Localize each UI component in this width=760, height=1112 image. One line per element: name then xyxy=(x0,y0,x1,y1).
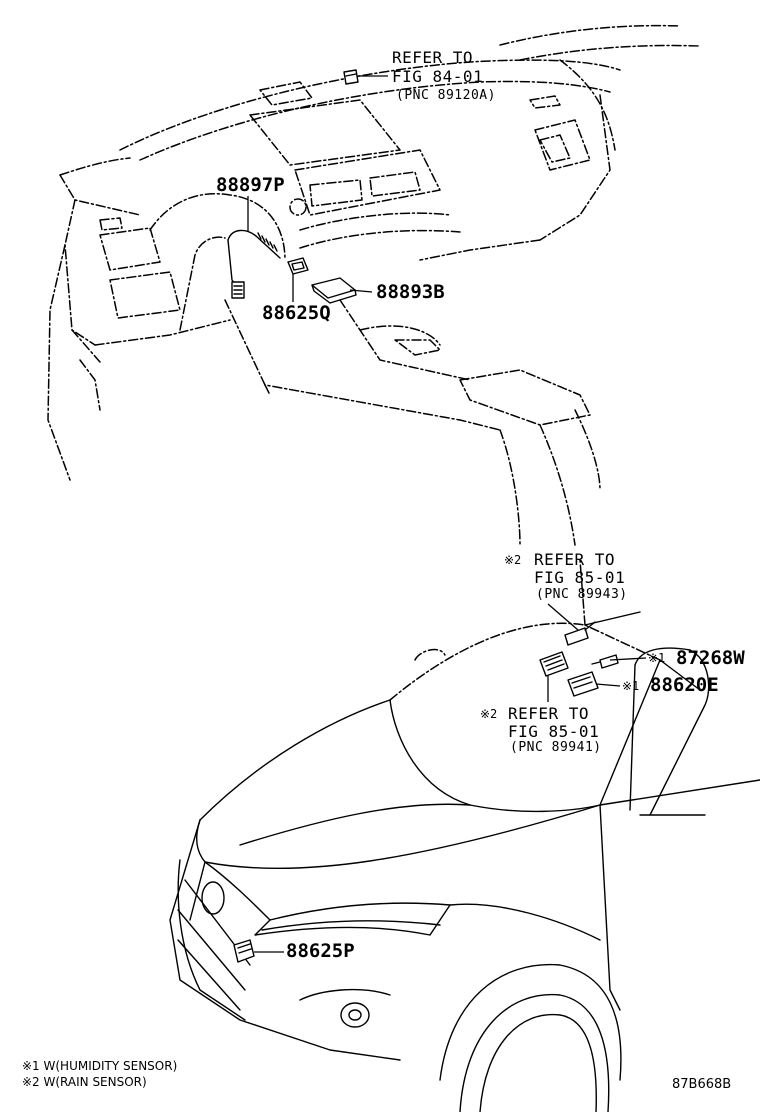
dashboard-outline xyxy=(47,24,701,546)
ref-8501-upper-line1: REFER TO xyxy=(534,550,616,569)
ambient-sensor-88625P xyxy=(233,939,255,963)
footnote-rain-sensor: ※2 W(RAIN SENSOR) xyxy=(22,1075,147,1089)
part-number-88625Q[interactable]: 88625Q xyxy=(262,302,331,324)
ref-8401-pnc: (PNC 89120A) xyxy=(396,88,496,103)
part-88620E-mark: ※1 xyxy=(622,679,640,693)
sensor-bracket-88625Q xyxy=(287,257,309,275)
part-number-88893B[interactable]: 88893B xyxy=(376,281,445,303)
part-number-87268W[interactable]: 87268W xyxy=(676,647,745,669)
ref-8501-upper-mark: ※2 xyxy=(504,553,522,567)
leader-88893B xyxy=(349,289,373,293)
ref-8401-line2: FIG 84-01 xyxy=(392,67,484,86)
ref-8501-lower-mark: ※2 xyxy=(480,707,498,721)
part-number-88897P[interactable]: 88897P xyxy=(216,174,285,196)
sensor-cover-88893B xyxy=(311,277,357,304)
part-number-88625P[interactable]: 88625P xyxy=(286,940,355,962)
ref-8501-lower-pnc: (PNC 89941) xyxy=(510,740,602,755)
footnote-humidity-sensor: ※1 W(HUMIDITY SENSOR) xyxy=(22,1059,178,1073)
ref-8401-line1: REFER TO xyxy=(392,48,474,67)
ref-8501-upper-line2: FIG 85-01 xyxy=(534,568,626,587)
vehicle-front-outline xyxy=(169,559,760,1112)
rain-sensor-89941 xyxy=(539,651,569,677)
leader-87268W xyxy=(609,657,647,661)
dashboard-clip-89120A xyxy=(343,69,359,85)
ref-8501-lower-line2: FIG 85-01 xyxy=(508,722,600,741)
ref-8501-lower-line1: REFER TO xyxy=(508,704,590,723)
part-number-88620E[interactable]: 88620E xyxy=(650,674,719,696)
rain-sensor-connector-89943 xyxy=(564,621,596,646)
ref-8501-upper-pnc: (PNC 89943) xyxy=(536,587,628,602)
leader-ref-8501-upper xyxy=(547,603,579,631)
humidity-sensor-cover-87268W xyxy=(591,654,619,669)
part-87268W-mark: ※1 xyxy=(648,651,666,665)
humidity-sensor-88620E xyxy=(567,671,599,697)
humidity-sensor-assembly-88897P xyxy=(227,229,281,299)
figure-code: 87B668B xyxy=(672,1077,732,1092)
leader-88620E xyxy=(595,683,621,687)
